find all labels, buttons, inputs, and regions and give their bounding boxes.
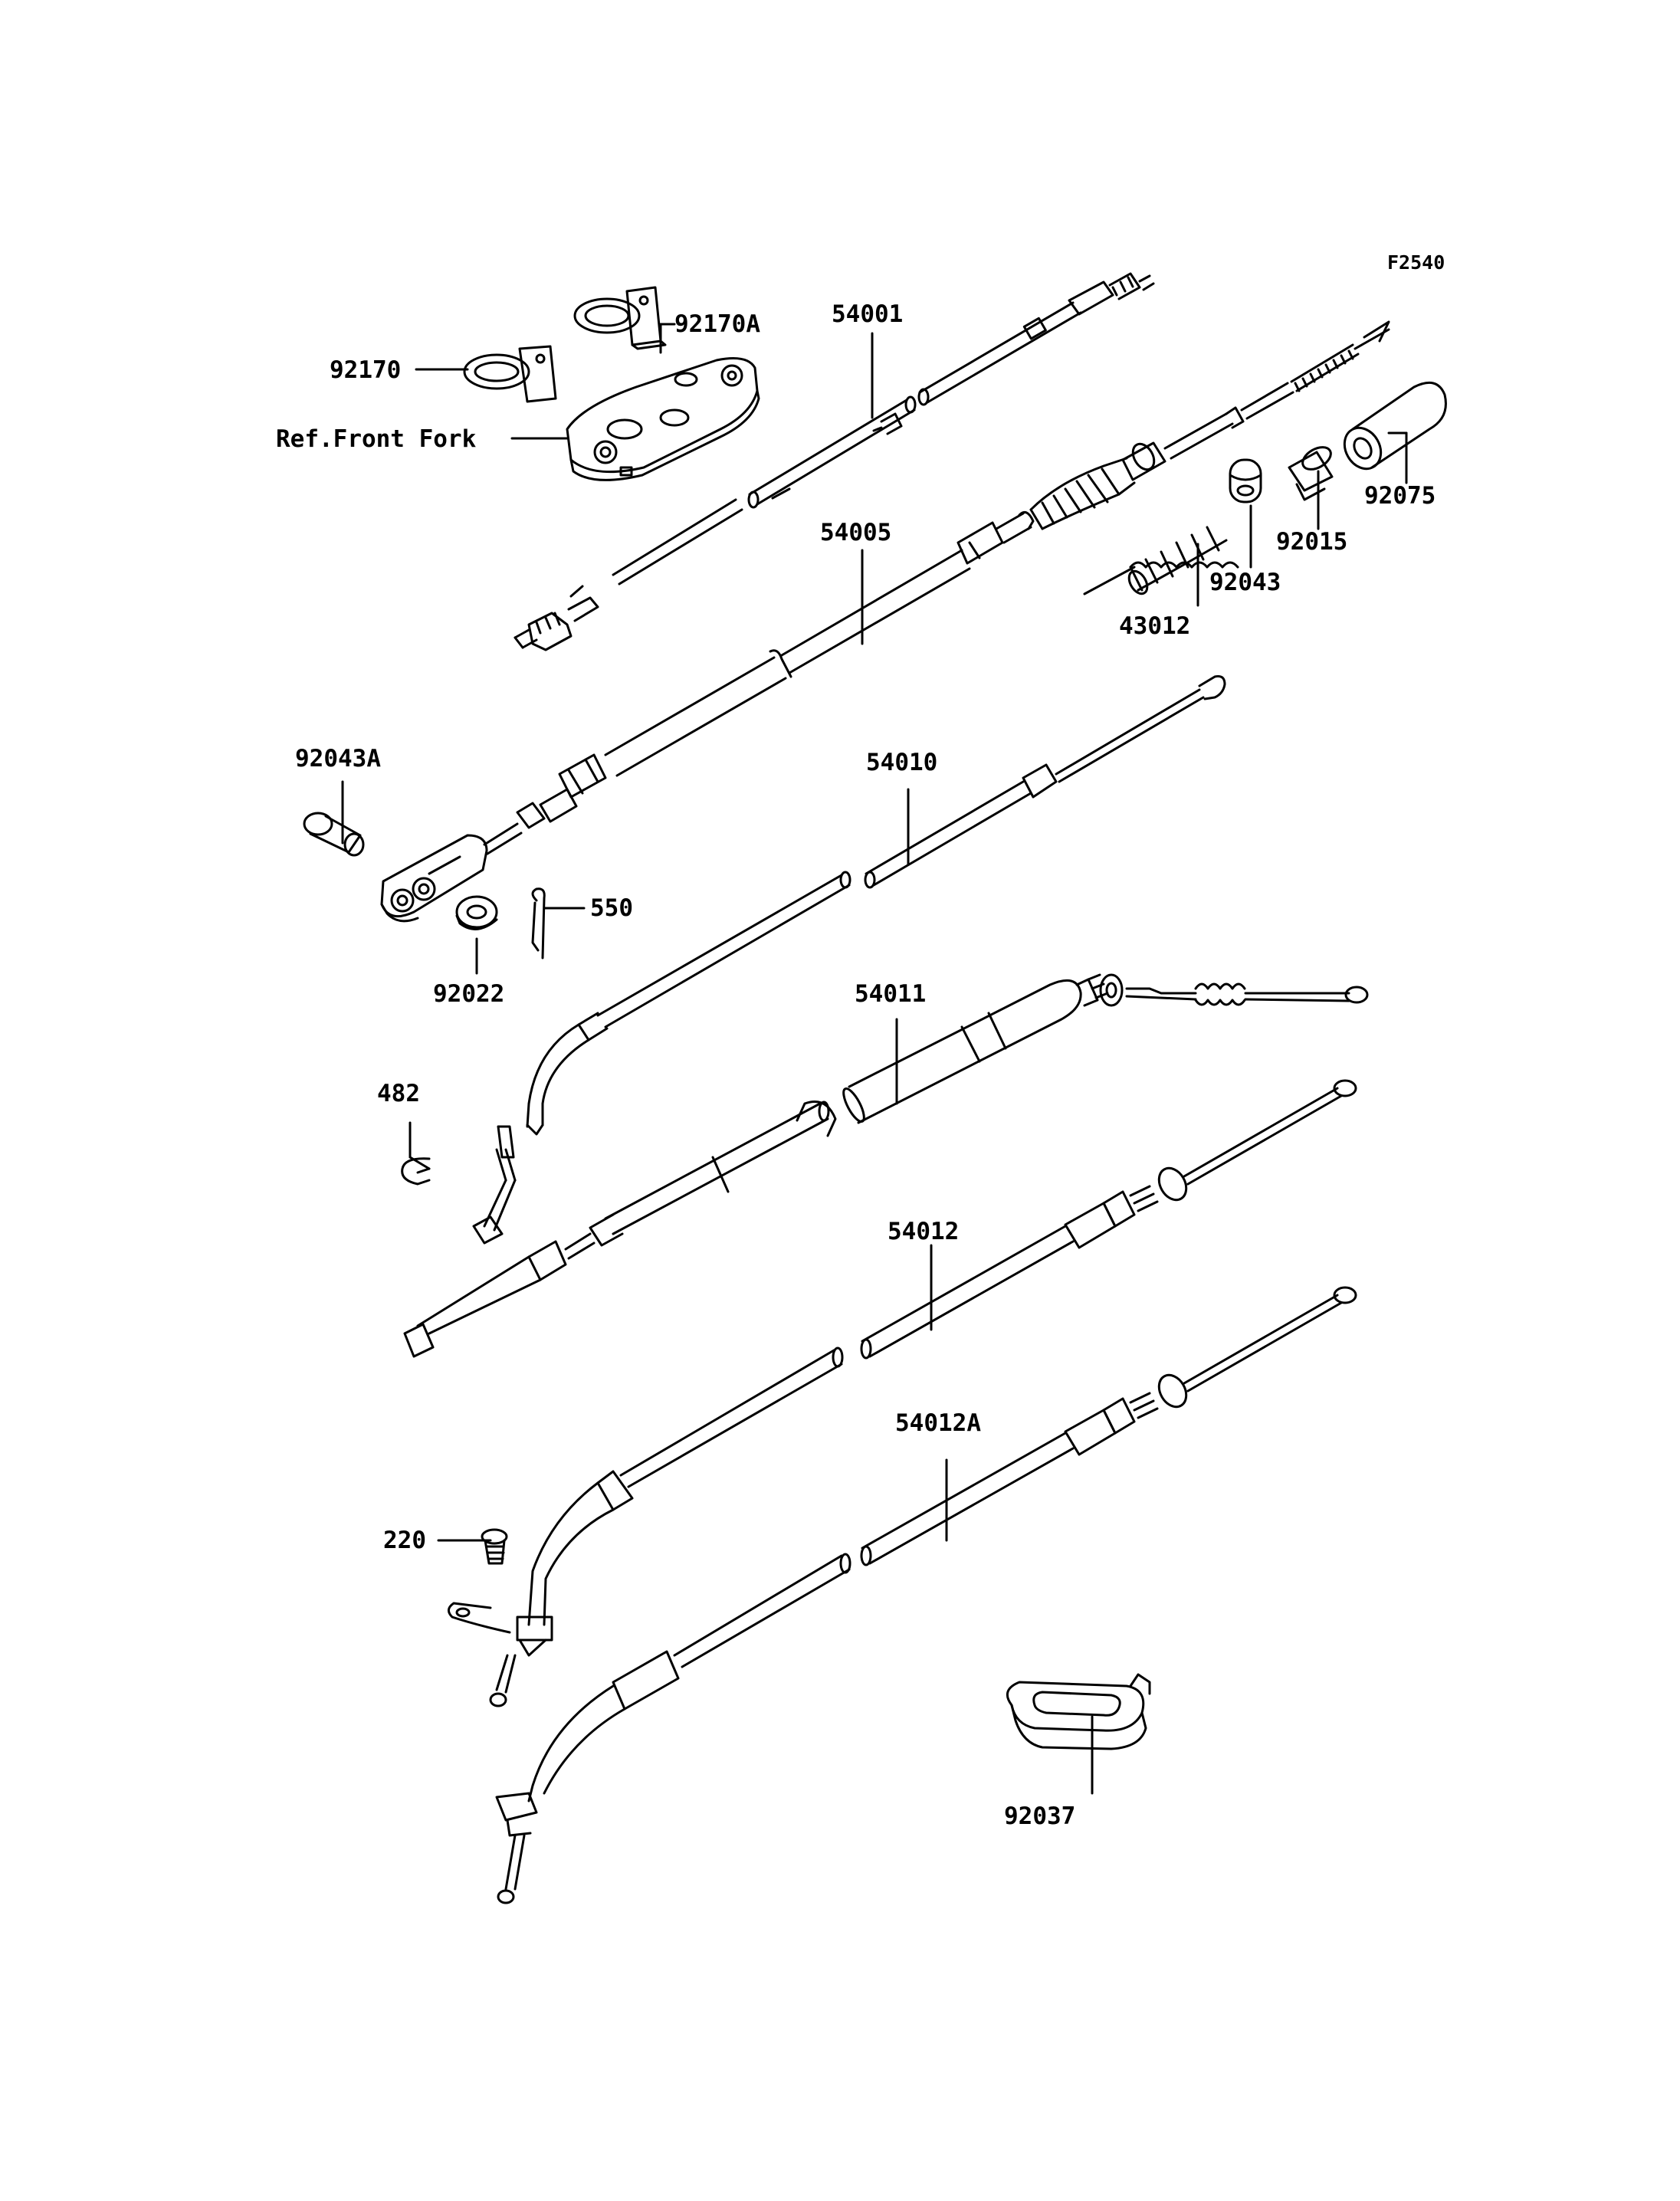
clip-482 (401, 1157, 431, 1186)
label-54012: 54012 (888, 1218, 960, 1245)
label-220: 220 (383, 1527, 426, 1554)
cable-54010 (472, 675, 1226, 1245)
leader-lines (341, 323, 1408, 1795)
label-482: 482 (377, 1080, 420, 1107)
label-92022: 92022 (433, 980, 505, 1008)
label-92170: 92170 (330, 356, 402, 384)
cotter-pin-550 (531, 887, 546, 959)
screw-220 (481, 1528, 508, 1565)
cable-54012 (448, 1079, 1357, 1707)
clamp-92170 (463, 345, 557, 403)
label-54005: 54005 (820, 519, 892, 546)
grommet-92037 (1006, 1673, 1151, 1750)
cable-54012A (495, 1286, 1357, 1904)
washer-92022 (455, 895, 498, 930)
label-54010: 54010 (866, 749, 938, 776)
label-ref-front-fork: Ref.Front Fork (276, 425, 477, 453)
clamp-92170A (573, 286, 667, 350)
label-92015: 92015 (1276, 528, 1348, 556)
part-43012-spring (1083, 526, 1239, 595)
label-54001: 54001 (832, 300, 904, 328)
label-92037: 92037 (1004, 1802, 1076, 1830)
figure-code: F2540 (1387, 251, 1445, 274)
cable-54005 (380, 320, 1390, 923)
label-43012: 43012 (1119, 612, 1191, 640)
part-92015 (1288, 446, 1334, 501)
label-92075: 92075 (1364, 482, 1436, 510)
label-54012A: 54012A (895, 1409, 981, 1437)
part-92075 (1343, 381, 1447, 471)
cable-54001 (514, 272, 1155, 651)
label-54011: 54011 (855, 980, 927, 1008)
front-fork-top (566, 357, 760, 481)
cable-54011 (403, 973, 1369, 1358)
pin-92043A (303, 812, 365, 857)
label-92043A: 92043A (295, 745, 381, 772)
label-550: 550 (590, 894, 633, 922)
label-92043: 92043 (1209, 569, 1281, 596)
label-92170A: 92170A (674, 310, 760, 338)
part-92043 (1229, 458, 1262, 504)
